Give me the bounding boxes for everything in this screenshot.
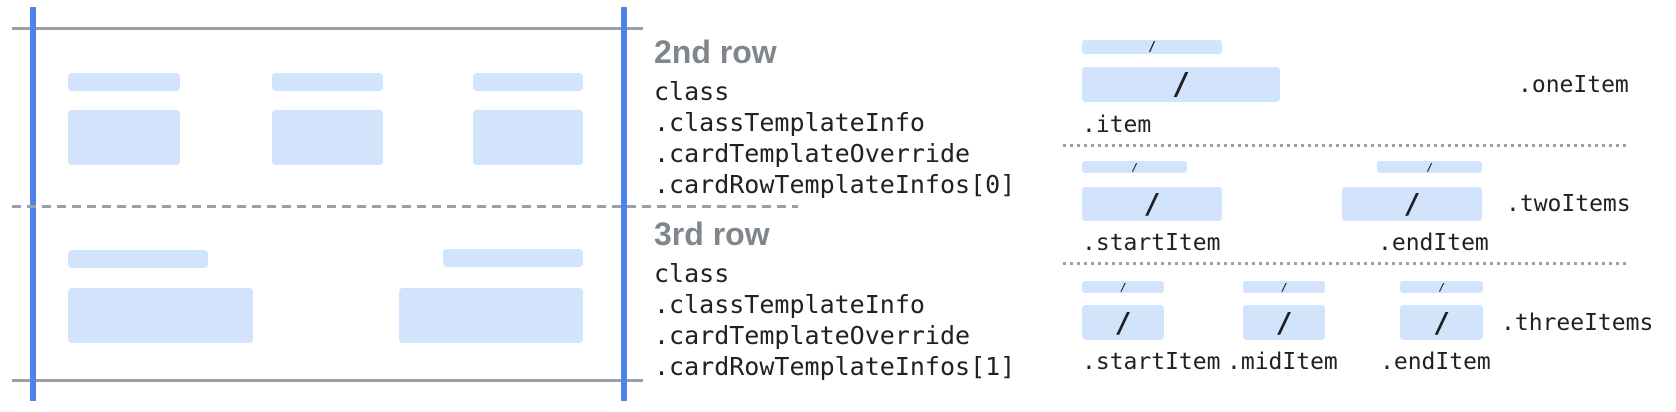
path-line: class <box>654 259 730 288</box>
placeholder-value-box <box>68 110 180 165</box>
slash-glyph: / <box>1403 187 1421 220</box>
field-path: class .classTemplateInfo .cardTemplateOv… <box>654 76 1015 200</box>
placeholder-label-bar <box>68 250 208 268</box>
placeholder-label-bar <box>473 73 583 91</box>
item-label-bar: / <box>1243 281 1325 293</box>
path-line: .cardRowTemplateInfos[1] <box>654 352 1016 381</box>
third-row-annotation: 3rd row class .classTemplateInfo .cardTe… <box>654 216 1015 382</box>
slash-glyph: / <box>1275 305 1293 339</box>
slash-glyph: / <box>1131 160 1138 174</box>
item-value-bar: / <box>1082 187 1222 221</box>
second-row-annotation: 2nd row class .classTemplateInfo .cardTe… <box>654 34 1015 200</box>
placeholder-label-bar <box>272 73 383 91</box>
slash-glyph: / <box>1438 280 1445 294</box>
item-label-bar: / <box>1082 161 1187 173</box>
right-guide-line <box>621 7 627 401</box>
path-line: .classTemplateInfo <box>654 290 925 319</box>
item-label-bar: / <box>1377 161 1482 173</box>
row-heading: 2nd row <box>654 34 777 70</box>
path-line: .classTemplateInfo <box>654 108 925 137</box>
section-divider-dotted-line <box>1063 262 1630 265</box>
item-label: .endItem <box>1380 349 1491 375</box>
placeholder-value-box <box>272 110 383 165</box>
item-label: .endItem <box>1378 230 1489 256</box>
placeholder-label-bar <box>68 73 180 91</box>
item-value-bar: / <box>1400 305 1483 340</box>
field-path: class .classTemplateInfo .cardTemplateOv… <box>654 258 1015 382</box>
slash-glyph: / <box>1280 280 1288 294</box>
item-value-bar: / <box>1082 305 1164 340</box>
slash-glyph: / <box>1119 280 1127 294</box>
item-value-bar: / <box>1082 67 1280 102</box>
group-label: .threeItems <box>1501 310 1654 336</box>
path-line: .cardTemplateOverride <box>654 321 971 350</box>
item-label-bar: / <box>1082 281 1164 293</box>
placeholder-value-box <box>399 288 583 343</box>
path-line: .cardTemplateOverride <box>654 139 971 168</box>
placeholder-label-bar <box>443 249 583 267</box>
item-label: .item <box>1082 112 1152 138</box>
group-label: .oneItem <box>1518 72 1629 98</box>
item-value-bar: / <box>1342 187 1482 221</box>
item-label-bar: / <box>1400 281 1483 293</box>
slash-glyph: / <box>1433 305 1450 339</box>
section-divider-dotted-line <box>1063 144 1630 147</box>
slash-glyph: / <box>1114 305 1132 339</box>
item-value-bar: / <box>1243 305 1325 340</box>
slash-glyph: / <box>1426 160 1433 174</box>
row-heading: 3rd row <box>654 216 770 252</box>
item-label: .startItem <box>1082 230 1221 256</box>
row-divider-dashed-line <box>12 205 798 208</box>
item-label-bar: / <box>1082 40 1222 54</box>
path-line: .cardRowTemplateInfos[0] <box>654 170 1016 199</box>
item-label: .midItem <box>1227 349 1338 375</box>
item-label: .startItem <box>1082 349 1221 375</box>
slash-glyph: / <box>1143 187 1161 220</box>
placeholder-value-box <box>473 110 583 165</box>
placeholder-value-box <box>68 288 253 343</box>
slash-glyph: / <box>1171 66 1191 102</box>
bottom-guide-line <box>12 379 643 382</box>
group-label: .twoItems <box>1506 191 1631 217</box>
path-line: class <box>654 77 730 106</box>
slash-glyph: / <box>1148 39 1156 55</box>
top-guide-line <box>12 27 643 30</box>
left-guide-line <box>30 7 36 401</box>
